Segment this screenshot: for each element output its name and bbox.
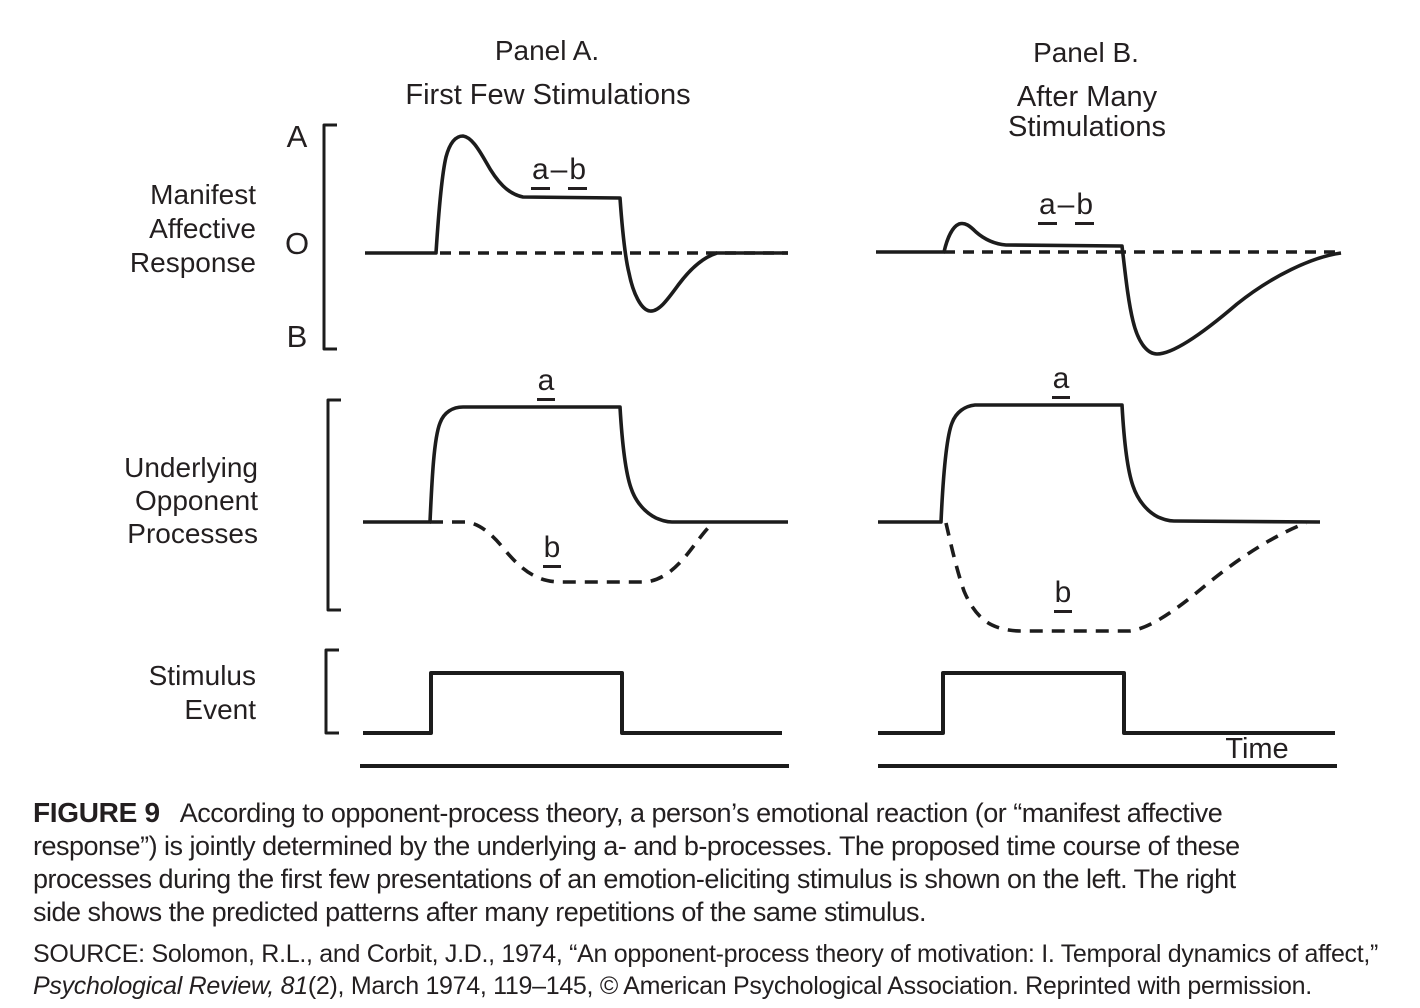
stimulus-row-label: Stimulus Event [96, 659, 256, 727]
source-line-1: SOURCE: Solomon, R.L., and Corbit, J.D.,… [33, 940, 1379, 968]
minus-dash: – [1057, 188, 1075, 221]
b-process-curve-panel-b [944, 521, 1307, 633]
a-letter: a [536, 366, 556, 401]
panel-a-title: Panel A. [494, 35, 600, 66]
opponent-axis-bracket [326, 398, 341, 612]
manifest-label-line2: Affective [149, 213, 256, 244]
axis-tick-label-O: O [284, 226, 310, 261]
figure-number-label: FIGURE 9 [33, 797, 160, 828]
figure-caption: FIGURE 9 According to opponent-process th… [33, 796, 1408, 1002]
manifest-label-line3: Response [129, 247, 256, 278]
opponent-label-line3: Processes [127, 518, 258, 549]
manifest-response-curve-panel-a [365, 134, 788, 313]
caption-line-3: processes during the first few presentat… [33, 864, 1236, 894]
a-minus-b-label-panel-a: a–b [509, 155, 609, 190]
a-minus-b-label-panel-b: a–b [1016, 190, 1116, 225]
caption-line-4: side shows the predicted patterns after … [33, 897, 926, 927]
source-line-2: Psychological Review, 81(2), March 1974,… [33, 970, 1408, 1002]
manifest-label-line1: Manifest [150, 179, 256, 210]
opponent-label-line1: Underlying [124, 452, 258, 483]
a-process-curve-panel-a [363, 405, 788, 524]
manifest-axis-bracket [322, 123, 337, 351]
manifest-response-curve-panel-b [876, 221, 1342, 356]
a-letter: a [1051, 364, 1071, 399]
stimulus-pulse-panel-a [363, 671, 782, 735]
b-process-label-panel-b: b [1033, 578, 1093, 613]
minus-dash: – [550, 153, 568, 186]
panel-a-subtitle: First Few Stimulations [405, 79, 691, 111]
caption-text-1: According to opponent-process theory, a … [179, 798, 1223, 828]
caption-line-2: response”) is jointly determined by the … [33, 831, 1240, 861]
opponent-process-diagram-canvas [322, 123, 1342, 768]
caption-line-1: FIGURE 9 According to opponent-process th… [33, 796, 1408, 830]
stimulus-label-line2: Event [184, 694, 256, 725]
source-line-2-rest: (2), March 1974, 119–145, © American Psy… [307, 972, 1312, 1000]
a-process-curve-panel-b [878, 403, 1321, 524]
a-process-label-panel-b: a [1031, 364, 1091, 399]
manifest-row-label: Manifest Affective Response [96, 178, 256, 280]
a-letter: a [530, 155, 550, 190]
stimulus-pulse-panel-b [878, 671, 1335, 735]
b-letter: b [1075, 190, 1095, 225]
a-process-label-panel-a: a [516, 366, 576, 401]
time-axis-label: Time [1225, 733, 1289, 765]
stimulus-label-line1: Stimulus [148, 660, 256, 691]
axis-tick-label-B: B [286, 319, 308, 354]
b-letter: b [1053, 578, 1073, 613]
source-credit: SOURCE: Solomon, R.L., and Corbit, J.D.,… [33, 938, 1408, 1002]
panel-b-subtitle: After Many Stimulations [1008, 81, 1166, 143]
opponent-label-line2: Opponent [135, 485, 258, 516]
source-journal-italic: Psychological Review, 81 [33, 972, 308, 1000]
b-process-curve-panel-a [430, 520, 715, 584]
opponent-row-label: Underlying Opponent Processes [96, 451, 258, 550]
axis-tick-label-A: A [286, 119, 308, 154]
b-process-label-panel-a: b [522, 533, 582, 568]
panel-b-title: Panel B. [1033, 37, 1139, 68]
b-letter: b [568, 155, 588, 190]
b-letter: b [542, 533, 562, 568]
stimulus-axis-bracket [324, 648, 339, 735]
a-letter: a [1037, 190, 1057, 225]
